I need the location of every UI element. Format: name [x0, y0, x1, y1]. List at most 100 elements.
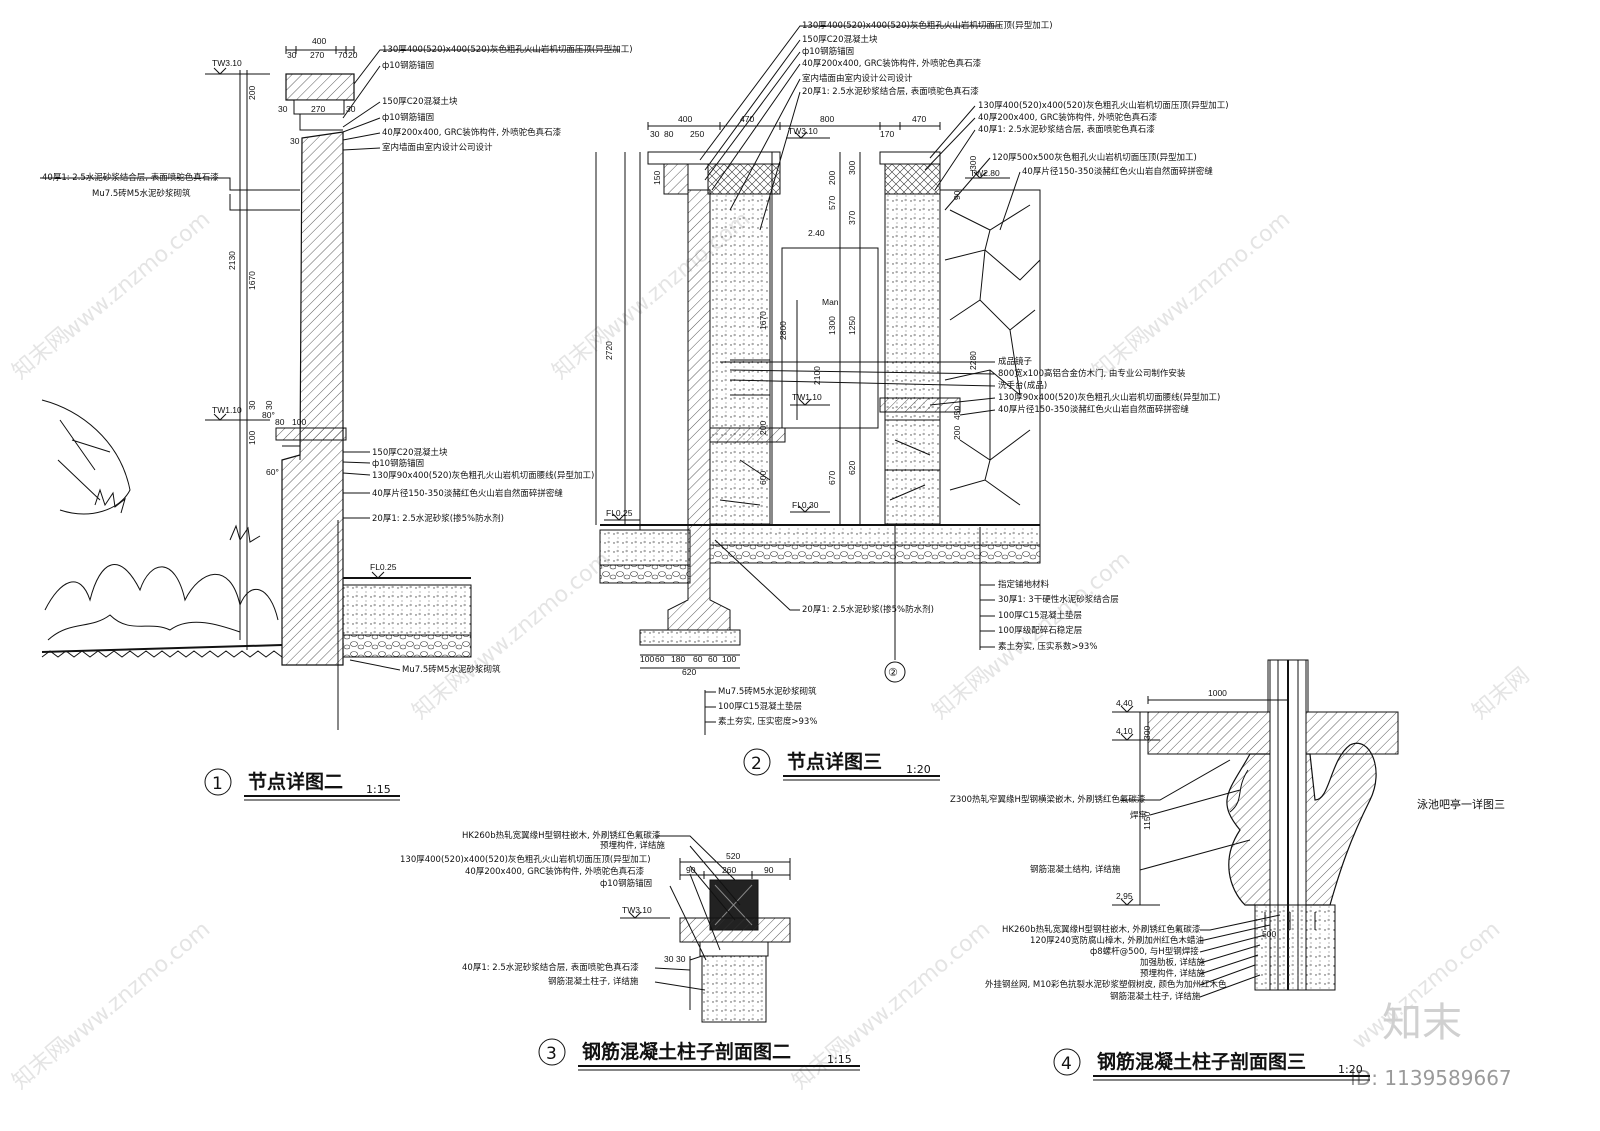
dim-v: 670	[827, 471, 837, 485]
detail-3: 520 90 260 90 30 30 TW3.10 HK260b热轧宽翼缘H型…	[400, 830, 860, 1071]
note: 40厚片径150-350淡赭红色火山岩自然面碎拼密缝	[998, 404, 1189, 415]
note: 钢筋混凝土柱子, 详结施	[1110, 991, 1201, 1002]
note: ф10钢筋锚固	[372, 458, 424, 469]
dim-bottom: 620	[682, 667, 696, 677]
leader-lines-top	[699, 25, 1000, 231]
dim-bottom: 60	[708, 654, 718, 664]
axis-label: ②	[888, 666, 898, 679]
wall-left	[687, 189, 711, 526]
note: Mu7.5砖M5水泥砂浆砌筑	[92, 188, 191, 199]
view-number-circle	[743, 748, 771, 776]
level-mark	[360, 571, 410, 579]
note: Mu7.5砖M5水泥砂浆砌筑	[402, 664, 501, 675]
dim-top: 90	[764, 865, 774, 875]
note: 130厚400(520)x400(520)灰色粗孔火山岩机切面压顶(异型加工)	[978, 100, 1229, 111]
dim-top-line	[679, 858, 791, 880]
note: 素土夯实, 压实系数>93%	[998, 641, 1097, 652]
watermark-text: www.znzmo.com	[458, 547, 615, 685]
note: 150厚C20混凝土块	[382, 96, 458, 107]
detail-1: 400 30 270 70 20 30 270 30 30 200 2130 1…	[40, 36, 633, 801]
concrete-column	[1254, 904, 1336, 991]
dim-top: 520	[726, 851, 740, 861]
note: HK260b热轧宽翼缘H型钢柱嵌木, 外刷锈红色氟碳漆	[462, 830, 661, 841]
dim-v: 100	[292, 417, 306, 427]
view-title: 钢筋混凝土柱子剖面图二	[582, 1040, 791, 1063]
dim-v: 300	[847, 161, 857, 175]
dim-top: 30	[287, 50, 297, 60]
door-sign: Man	[822, 297, 839, 307]
dim-top: 270	[310, 50, 324, 60]
leader-lines-bottom	[704, 539, 800, 735]
dim-top: 800	[820, 114, 834, 124]
note: ф8螺杆@500, 与H型钢焊接	[1090, 946, 1199, 957]
level-label: FL0.25	[606, 508, 633, 518]
detail-2: Man 2.40 ② 2720 150 1670 2800 200 600 30…	[595, 20, 1229, 781]
note: 40厚200x400, GRC装饰构件, 外喷驼色真石漆	[465, 866, 645, 877]
dim-v: 620	[847, 461, 857, 475]
dim-v: 90	[952, 190, 962, 200]
level-mark	[790, 505, 830, 513]
note: 室内墙面由室内设计公司设计	[802, 73, 913, 84]
dim-v: 150	[652, 171, 662, 185]
view-title: 钢筋混凝土柱子剖面图三	[1097, 1050, 1306, 1073]
floor-slab	[342, 584, 472, 636]
note: 20厚1: 2.5水泥砂浆(掺5%防水剂)	[802, 604, 934, 615]
tree-branches	[57, 419, 111, 501]
note: ф10钢筋锚固	[600, 878, 652, 889]
dim-v: 370	[847, 211, 857, 225]
interior-finish-left	[709, 193, 771, 525]
dim-bottom: 100	[640, 654, 654, 664]
level-mark	[1112, 898, 1160, 906]
angle-label: 80°	[262, 410, 275, 420]
view-scale: 1:20	[1338, 1063, 1363, 1076]
leader-lines-right	[924, 105, 1021, 231]
dim-top: 470	[740, 114, 754, 124]
level-label: 2.95	[1116, 891, 1133, 901]
view-scale: 1:15	[827, 1053, 852, 1066]
dim-v: 200	[247, 86, 257, 100]
floor-slab-left	[599, 529, 691, 566]
dim-v: 30	[264, 400, 274, 410]
belt-course	[879, 397, 961, 413]
level-mark	[620, 911, 670, 919]
dim-mid: 270	[311, 104, 325, 114]
level-label: FL0.25	[370, 562, 397, 572]
axis-circle	[884, 661, 906, 683]
dim-v: 2720	[604, 341, 614, 360]
note: 150厚C20混凝土块	[372, 447, 448, 458]
dim-v: 200	[827, 171, 837, 185]
watermark-text: www.znzmo.com	[1138, 207, 1295, 345]
dim-v: 100	[247, 431, 257, 445]
watermark-id: ID: 1139589667	[1350, 1066, 1512, 1090]
watermark-logo: 知末	[1382, 1000, 1462, 1046]
leader-lines-floor	[979, 527, 995, 650]
note: 20厚1: 2.5水泥砂浆结合层, 表面喷驼色真石漆	[802, 86, 979, 97]
coping-stone	[679, 917, 791, 943]
watermark-text: www.znzmo.com	[58, 207, 215, 345]
dim-v: 600	[758, 471, 768, 485]
note: 120厚240宽防腐山樟木, 外刷加州红色木蜡油	[1030, 935, 1204, 946]
dim-bottom: 60	[655, 654, 665, 664]
dim-bottom: 60	[693, 654, 703, 664]
door-leaf	[782, 247, 879, 428]
note: 30厚1: 3干硬性水泥砂浆结合层	[998, 594, 1119, 605]
anchor-bolts	[1264, 912, 1316, 930]
grc-left	[707, 163, 781, 195]
note: HK260b热轧宽翼缘H型钢柱嵌木, 外刷锈红色氟碳漆	[1002, 924, 1201, 935]
dim-v: 30	[664, 954, 674, 964]
footing-pad	[639, 629, 741, 646]
dim-v: 30	[247, 400, 257, 410]
dim-mid: 30	[290, 136, 300, 146]
note: 室内墙面由室内设计公司设计	[382, 142, 493, 153]
view-number: 1	[212, 774, 223, 794]
watermark-text: www.znzmo.com	[58, 917, 215, 1055]
note: 130厚90x400(520)灰色粗孔火山岩机切面腰线(异型加工)	[372, 470, 594, 481]
watermark-text: 知末网	[1468, 663, 1535, 725]
level-label: TW1.10	[792, 392, 822, 402]
finish-layer	[689, 955, 703, 1010]
elev-label: 2.40	[808, 228, 825, 238]
leader-lines	[1120, 759, 1281, 998]
note: ф10钢筋锚固	[802, 46, 854, 57]
note: 指定铺地材料	[998, 579, 1050, 590]
